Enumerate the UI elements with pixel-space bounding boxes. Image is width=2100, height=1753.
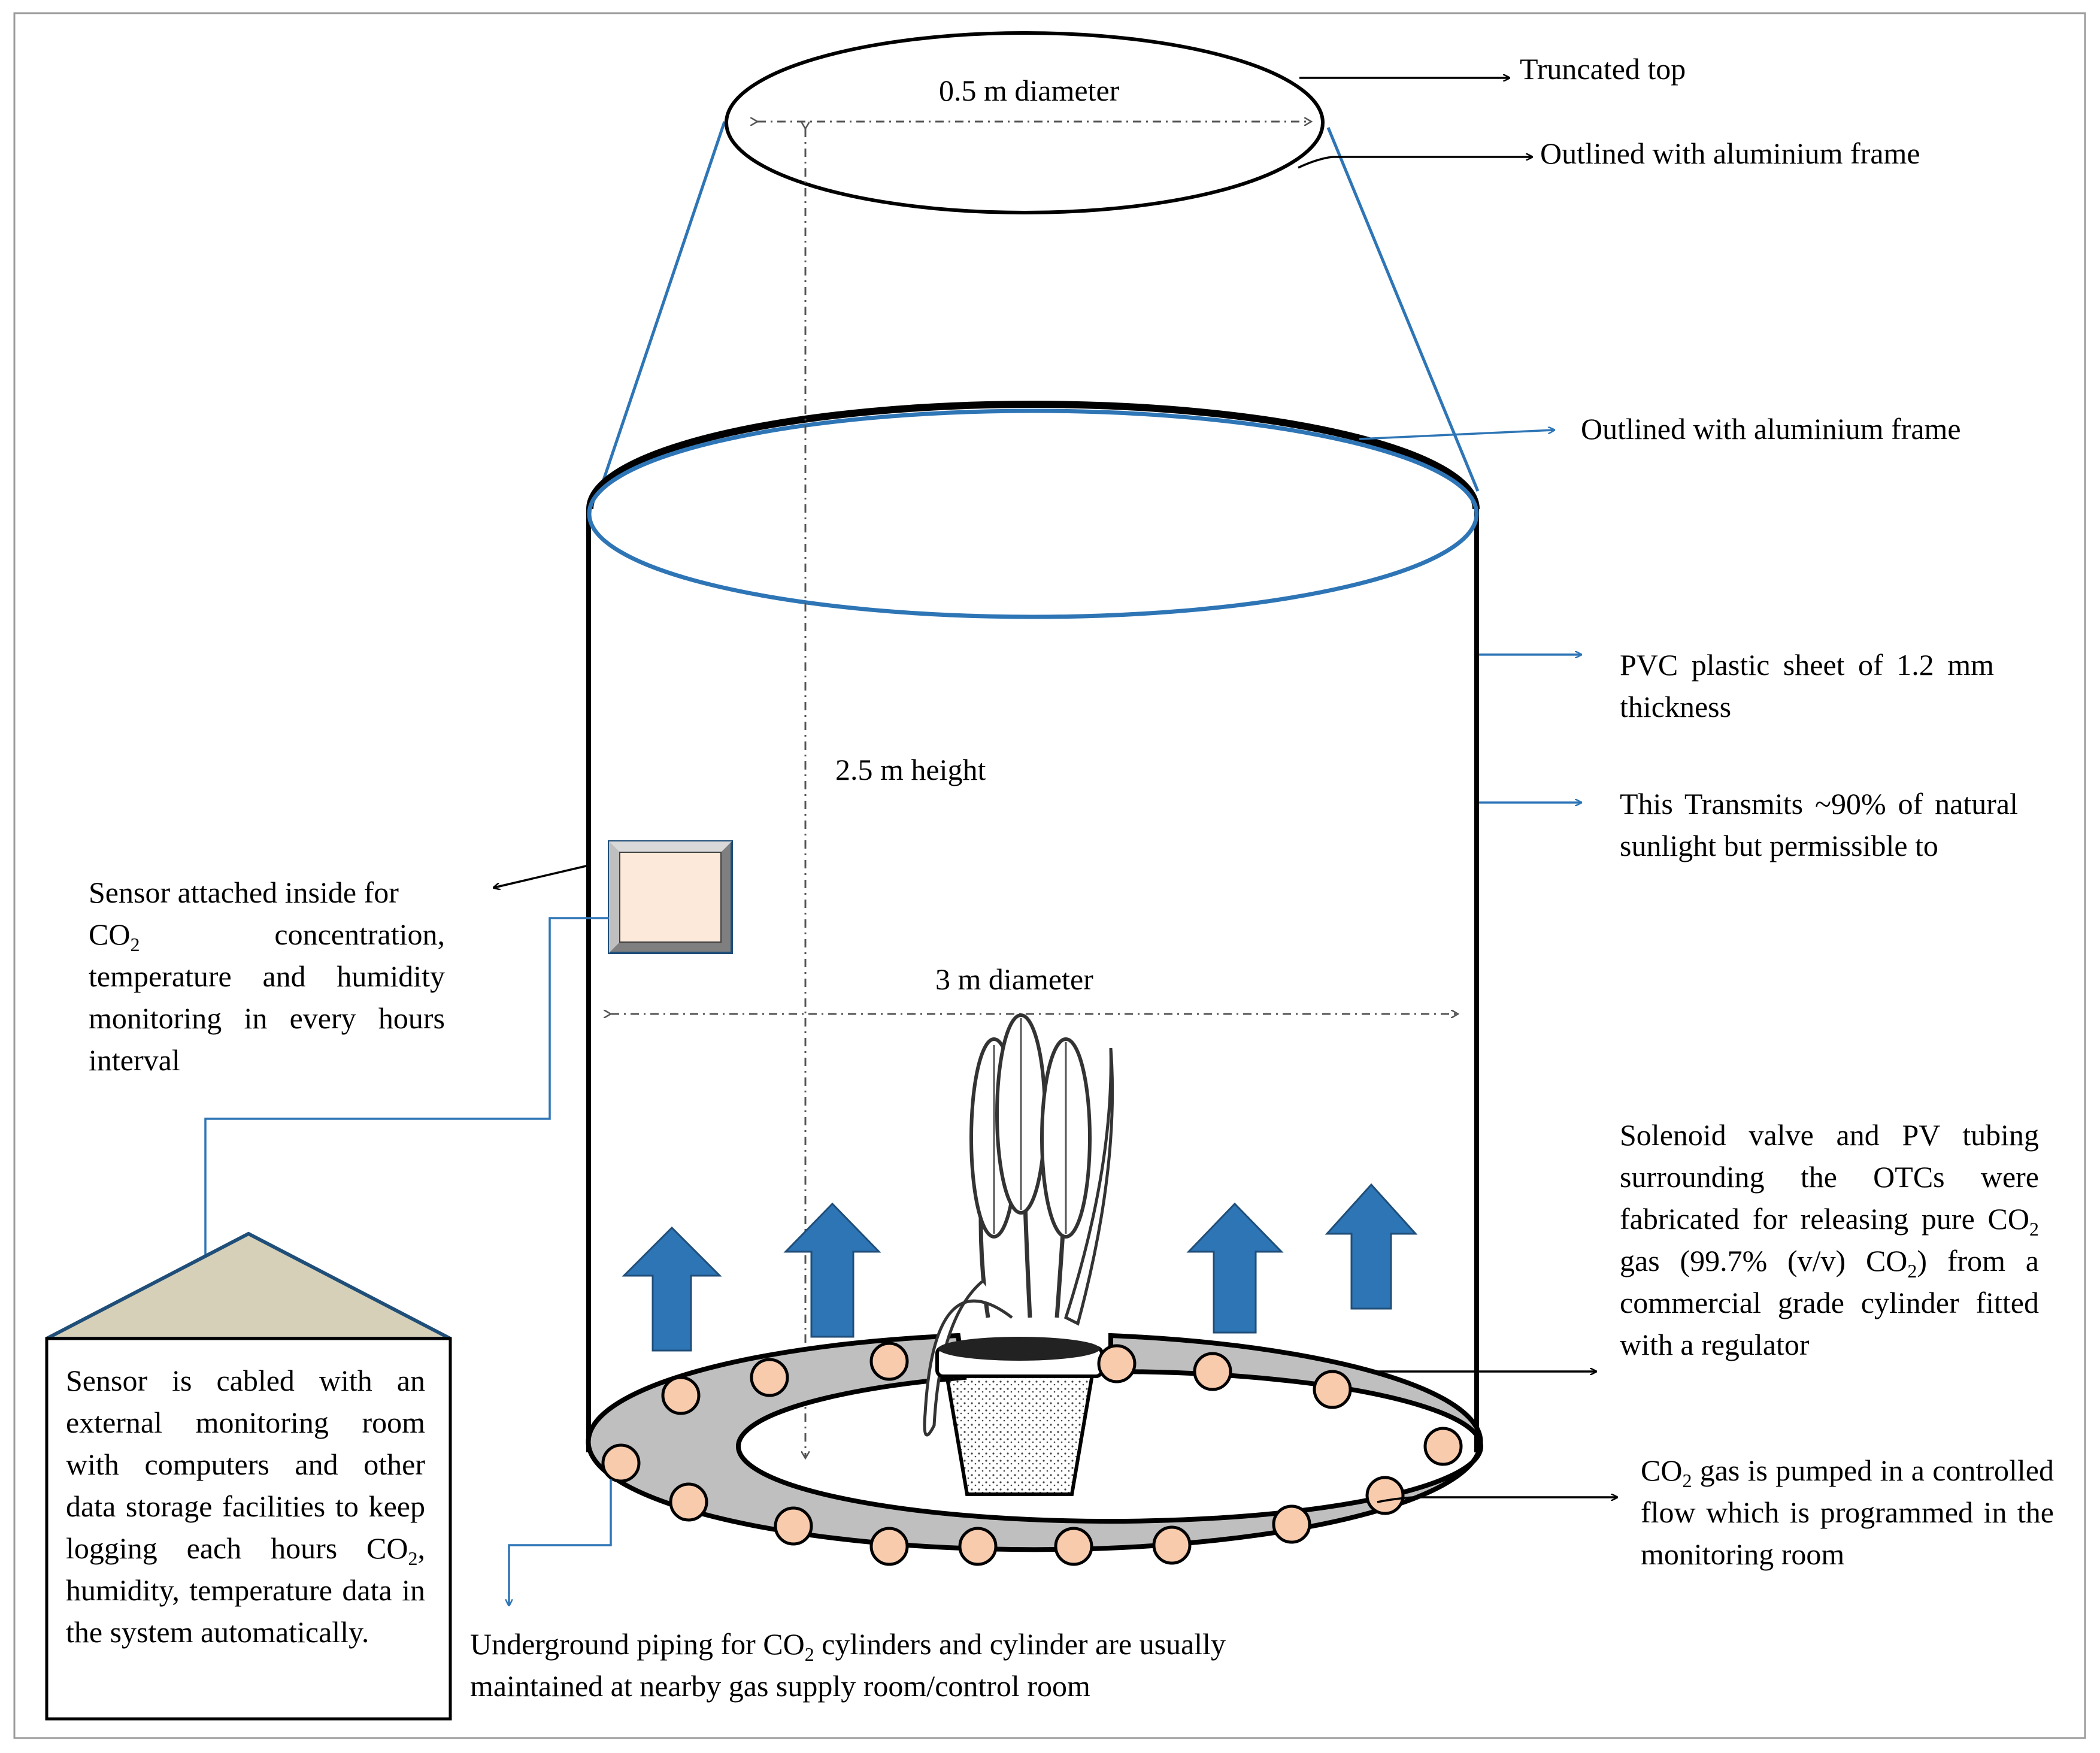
pumped-arrow — [1377, 1497, 1617, 1503]
gas-nozzle — [958, 1527, 998, 1566]
gas-nozzle — [1272, 1504, 1311, 1544]
sensor-inside-arrow — [494, 864, 589, 888]
gas-nozzle — [1313, 1370, 1352, 1409]
pumped-rest: gas is pumped in a controlled flow which… — [1641, 1454, 2054, 1571]
ring-frame-arrow — [1359, 430, 1554, 440]
gas-nozzle — [1423, 1427, 1463, 1466]
top-ring — [587, 408, 1479, 619]
pvc-sheet-note: PVC plastic sheet of 1.2 mm thickness — [1620, 648, 1994, 723]
sensor-cabled-part1: Sensor is cabled with an external monito… — [66, 1364, 425, 1565]
co2-text: CO — [89, 918, 131, 951]
co2-ring-tube — [586, 1333, 1483, 1552]
sensor-cabled-part2: , humidity, temperature data in the syst… — [66, 1531, 425, 1649]
pumped-note: CO2 gas is pumped in a controlled flow w… — [1641, 1449, 2054, 1575]
co2-flow-arrow — [1186, 1202, 1284, 1334]
co2-subscript: 2 — [2029, 1218, 2039, 1240]
frustum-left-edge — [600, 121, 726, 486]
gas-nozzle — [774, 1506, 813, 1546]
co2-text: CO — [1987, 1202, 2029, 1236]
frustum-right-edge — [1326, 127, 1480, 492]
height-label: 2.5 m height — [835, 753, 986, 786]
co2-subscript: 2 — [1682, 1470, 1692, 1492]
co2-flow-arrow — [622, 1226, 722, 1352]
co2-flow-arrow — [1325, 1183, 1418, 1310]
gas-nozzle — [661, 1376, 701, 1415]
co2-text: CO — [1641, 1454, 1683, 1487]
sensor-box — [608, 840, 733, 954]
co2-text: CO — [1865, 1244, 1908, 1277]
sensor-inside-line1: Sensor attached inside for — [89, 876, 399, 909]
sensor-inside-note: Sensor attached inside for CO2 concentra… — [89, 871, 445, 1081]
top-ring-back — [586, 401, 1480, 510]
gas-nozzle — [1152, 1525, 1192, 1565]
solenoid-part2: gas (99.7% (v/v) — [1620, 1244, 1866, 1277]
gas-nozzle — [601, 1443, 641, 1483]
gas-nozzles — [601, 1342, 1463, 1566]
figure-border — [13, 12, 2086, 1739]
gas-nozzle — [1193, 1352, 1232, 1391]
co2-subscript: 2 — [408, 1548, 418, 1570]
solenoid-part1: Solenoid valve and PV tubing surrounding… — [1620, 1118, 2039, 1236]
gas-nozzle — [1054, 1527, 1093, 1566]
gas-nozzle — [869, 1527, 909, 1566]
truncated-top-label: Truncated top — [1520, 52, 1686, 86]
underground-line2: maintained at nearby gas supply room/con… — [470, 1669, 1090, 1703]
underground-part2: cylinders and cylinder are usually — [814, 1627, 1226, 1661]
sensor-inside-rest: concentration, temperature and humidity … — [89, 918, 445, 1077]
underground-pipe-arrow — [509, 1479, 612, 1605]
chamber — [586, 121, 1480, 1452]
solenoid-part3: ) from a commercial grade cylinder fitte… — [1620, 1244, 2039, 1361]
co2-text: CO — [763, 1627, 805, 1661]
underground-part1: Underground piping for — [470, 1627, 763, 1661]
co2-subscript: 2 — [130, 934, 140, 956]
co2-subscript: 2 — [1907, 1260, 1917, 1282]
top-frame-arrow — [1298, 157, 1532, 169]
gas-nozzle — [669, 1482, 708, 1522]
co2-flow-arrows — [622, 1183, 1418, 1352]
monitoring-room-roof — [46, 1231, 451, 1340]
co2-subscript: 2 — [804, 1643, 814, 1666]
flower-pot — [944, 1370, 1095, 1496]
co2-text: CO — [366, 1531, 408, 1565]
sensor-cable — [205, 917, 609, 1306]
gas-nozzle — [1097, 1344, 1137, 1383]
monitoring-room-box — [45, 1337, 452, 1721]
base-diameter-label: 3 m diameter — [935, 962, 1093, 996]
gas-nozzle — [750, 1358, 789, 1397]
co2-flow-arrow — [783, 1202, 881, 1338]
sensor-cabled-note: Sensor is cabled with an external monito… — [66, 1360, 425, 1653]
ring-frame-label: Outlined with aluminium frame — [1581, 412, 1961, 446]
solenoid-note: Solenoid valve and PV tubing surrounding… — [1620, 1114, 2039, 1366]
truncated-top-ellipse — [725, 31, 1325, 214]
gas-nozzle — [1365, 1476, 1405, 1515]
wheat-plant — [923, 1013, 1114, 1496]
gas-nozzle — [869, 1342, 909, 1381]
top-frame-label: Outlined with aluminium frame — [1540, 137, 1920, 170]
top-diameter-label: 0.5 m diameter — [939, 74, 1120, 107]
transmits-note: This Transmits ~90% of natural sunlight … — [1620, 787, 2018, 862]
underground-note: Underground piping for CO2 cylinders and… — [470, 1623, 1368, 1707]
